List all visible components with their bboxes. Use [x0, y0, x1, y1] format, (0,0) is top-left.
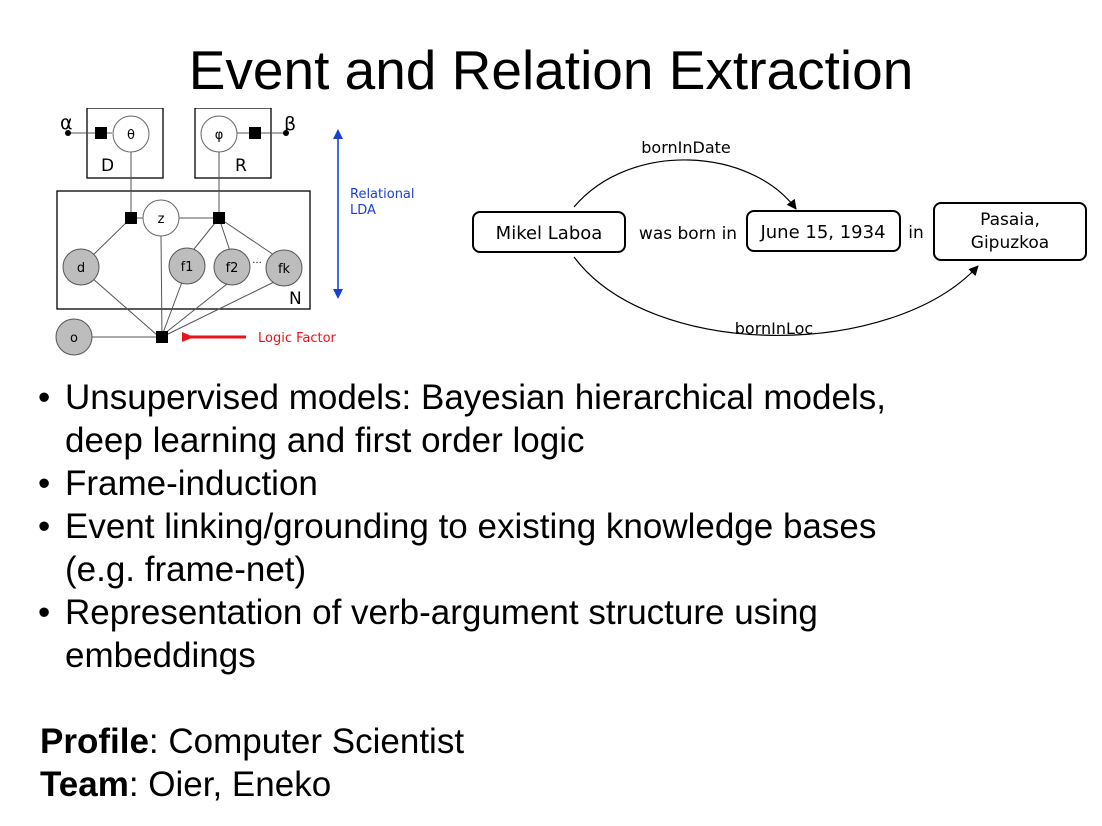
relational-lda-diagram: α β θ φ z D R N d f1 f2 ··· fk o Relatio…: [55, 108, 415, 356]
bullet-list: • Unsupervised models: Bayesian hierarch…: [38, 376, 1078, 677]
bullet-text-line: (e.g. frame-net): [65, 550, 307, 589]
beta-node: [283, 130, 289, 136]
plate-n-label: N: [289, 289, 302, 309]
was-born-in-text: was born in: [639, 224, 737, 244]
theta-label: θ: [127, 128, 135, 143]
fk-label: fk: [278, 262, 291, 277]
logic-factor-label: Logic Factor: [258, 331, 337, 346]
bullet-text-line: embeddings: [65, 636, 256, 675]
arc-born-in-date: [573, 159, 797, 210]
arc-born-in-loc-label: bornInLoc: [735, 319, 813, 338]
bullet-text-line: deep learning and first order logic: [65, 421, 585, 460]
plate-r: [194, 108, 272, 179]
entity-location-line-1: Pasaia,: [980, 210, 1040, 230]
bullet-marker: •: [38, 378, 51, 417]
bullet-item: • Unsupervised models: Bayesian hierarch…: [38, 376, 1078, 462]
phi-node: [200, 115, 238, 153]
ellipsis-label: ···: [252, 258, 262, 269]
relational-lda-label-1: Relational: [350, 187, 415, 202]
arc-born-in-loc: [573, 256, 979, 336]
plate-n: [56, 190, 311, 310]
bullet-text-line: Unsupervised models: Bayesian hierarchic…: [65, 378, 886, 417]
in-text: in: [908, 223, 924, 243]
z-node: [142, 199, 180, 237]
o-label: o: [70, 331, 78, 346]
profile-separator: :: [148, 722, 169, 761]
entity-location-line-2: Gipuzkoa: [971, 233, 1049, 253]
phi-label: φ: [215, 128, 224, 143]
relation-extraction-diagram: Mikel Laboa was born in June 15, 1934 in…: [472, 138, 1087, 338]
bullet-item: • Event linking/grounding to existing kn…: [38, 505, 1078, 591]
entity-date: [746, 210, 901, 252]
entity-mikel-laboa: [472, 211, 626, 253]
d-node: [62, 248, 100, 286]
slide-title: Event and Relation Extraction: [188, 39, 914, 101]
plate-r-label: R: [235, 156, 247, 176]
team-line: Team: Oier, Eneko: [40, 763, 331, 806]
team-value: Oier, Eneko: [148, 765, 332, 804]
bullet-text-line: Frame-induction: [65, 464, 318, 503]
d-label: d: [77, 261, 85, 276]
f1-node: [168, 247, 206, 285]
bullet-item: • Representation of verb-argument struct…: [38, 591, 1078, 677]
bullet-marker: •: [38, 507, 51, 546]
plate-d: [86, 108, 164, 179]
f1-label: f1: [181, 260, 194, 275]
bullet-marker: •: [38, 464, 51, 503]
bullet-marker: •: [38, 593, 51, 632]
beta-label: β: [284, 113, 296, 135]
entity-date-text: June 15, 1934: [759, 222, 885, 243]
fk-node: [265, 249, 303, 287]
bullet-text-line: Event linking/grounding to existing know…: [65, 507, 877, 546]
factor-nodes: [95, 127, 261, 343]
plate-d-label: D: [101, 156, 114, 176]
entity-mikel-laboa-text: Mikel Laboa: [496, 223, 603, 244]
profile-line: Profile: Computer Scientist: [40, 720, 464, 763]
arc-born-in-date-label: bornInDate: [641, 138, 730, 157]
profile-label: Profile: [40, 722, 149, 761]
relational-lda-label-2: LDA: [350, 203, 376, 218]
theta-node: [112, 115, 150, 153]
bullet-item: • Frame-induction: [38, 462, 1078, 505]
f2-label: f2: [226, 261, 239, 276]
profile-value: Computer Scientist: [168, 722, 465, 761]
o-node: [55, 318, 93, 356]
alpha-label: α: [60, 112, 73, 134]
bullet-text-line: Representation of verb-argument structur…: [65, 593, 818, 632]
f2-node: [213, 248, 251, 286]
entity-location: [933, 202, 1087, 261]
alpha-node: [65, 130, 71, 136]
z-label: z: [158, 212, 165, 227]
team-label: Team: [40, 765, 129, 804]
team-separator: :: [128, 765, 149, 804]
